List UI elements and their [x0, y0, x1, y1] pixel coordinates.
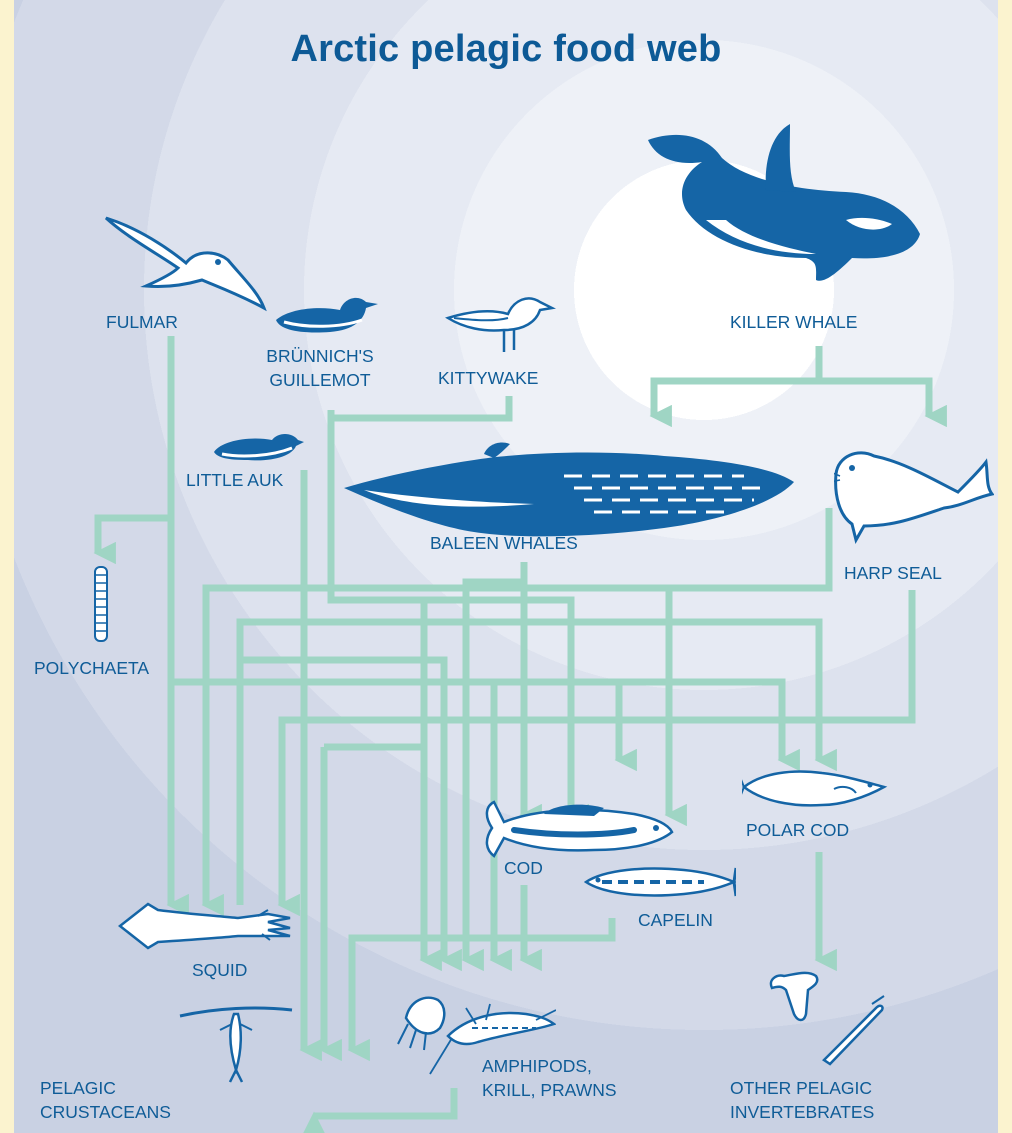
label-amphipods-line2: KRILL, PRAWNS — [482, 1078, 617, 1102]
cod-icon — [484, 800, 674, 862]
fulmar-icon — [98, 208, 268, 316]
label-pelagic-crustaceans: PELAGIC CRUSTACEANS — [40, 1076, 171, 1124]
label-polychaeta: POLYCHAETA — [34, 656, 149, 680]
label-baleen-whales: BALEEN WHALES — [430, 531, 578, 555]
killer-whale-icon — [646, 120, 922, 292]
label-cod: COD — [504, 856, 543, 880]
polychaeta-icon — [92, 565, 110, 643]
pelagic-crustacean-icon — [176, 1000, 296, 1084]
harp-seal-icon — [834, 446, 994, 546]
label-brunnichs-guillemot-line1: BRÜNNICH'S — [250, 344, 390, 368]
arrow-fulmar-polychaeta — [98, 518, 171, 553]
label-kittywake: KITTYWAKE — [438, 366, 538, 390]
label-other-invertebrates-line1: OTHER PELAGIC — [730, 1076, 874, 1100]
label-other-invertebrates-line2: INVERTEBRATES — [730, 1100, 874, 1124]
label-fulmar: FULMAR — [106, 310, 178, 334]
other-invertebrates-icon — [764, 968, 888, 1068]
arrow-amphipods-crustaceans — [314, 1088, 454, 1116]
label-capelin: CAPELIN — [638, 908, 713, 932]
label-pelagic-crustaceans-line1: PELAGIC — [40, 1076, 171, 1100]
polar-cod-icon — [742, 765, 888, 813]
food-web-panel: Arctic pelagic food web — [14, 0, 998, 1133]
squid-icon — [118, 896, 294, 956]
arrow-killer-whale-harp-seal — [819, 381, 929, 416]
arrow-guillemot-amphipods — [331, 600, 424, 960]
label-killer-whale: KILLER WHALE — [730, 310, 857, 334]
baleen-whale-icon — [344, 436, 796, 546]
guillemot-icon — [270, 290, 380, 336]
kittywake-icon — [444, 288, 556, 358]
label-amphipods-krill-prawns: AMPHIPODS, KRILL, PRAWNS — [482, 1054, 617, 1102]
arrow-kittywake — [331, 396, 509, 418]
label-little-auk: LITTLE AUK — [186, 468, 283, 492]
label-amphipods-line1: AMPHIPODS, — [482, 1054, 617, 1078]
label-pelagic-crustaceans-line2: CRUSTACEANS — [40, 1100, 171, 1124]
label-other-pelagic-invertebrates: OTHER PELAGIC INVERTEBRATES — [730, 1076, 874, 1124]
capelin-icon — [584, 862, 736, 902]
label-harp-seal: HARP SEAL — [844, 561, 942, 585]
label-polar-cod: POLAR COD — [746, 818, 849, 842]
label-squid: SQUID — [192, 958, 247, 982]
arrow-killer-whale-baleen — [654, 346, 819, 416]
label-brunnichs-guillemot-line2: GUILLEMOT — [250, 368, 390, 392]
little-auk-icon — [212, 430, 304, 464]
label-brunnichs-guillemot: BRÜNNICH'S GUILLEMOT — [250, 344, 390, 392]
